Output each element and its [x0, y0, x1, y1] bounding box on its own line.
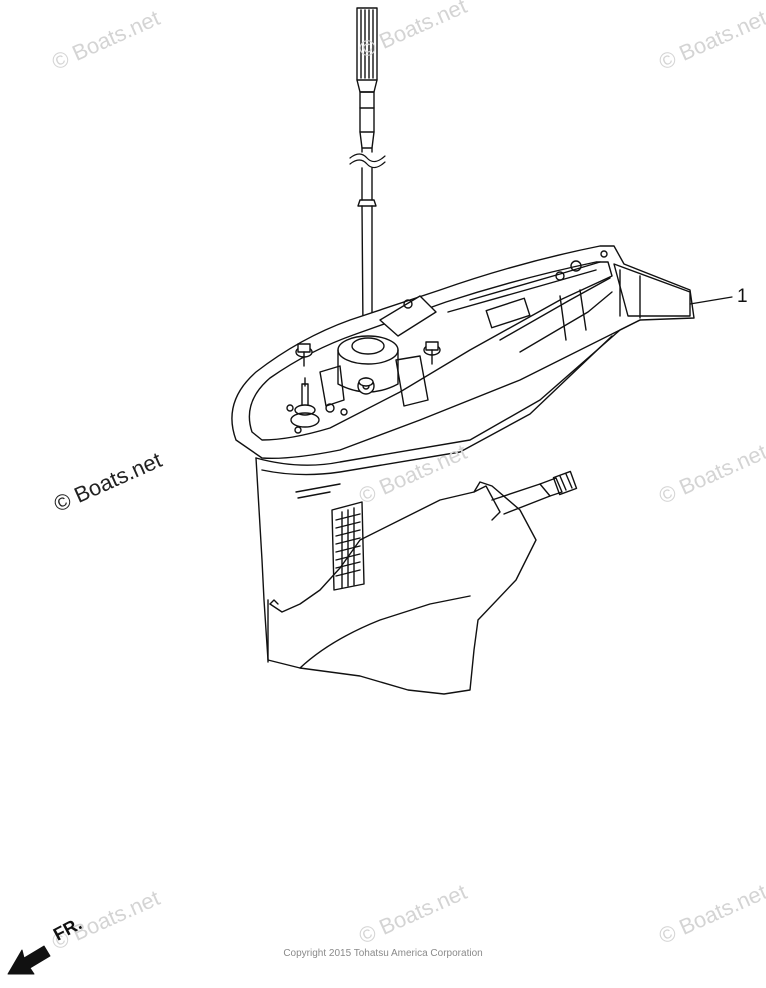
- callout-leader-line: [689, 296, 733, 305]
- water-intake-screen: [331, 501, 365, 591]
- shift-rod: [290, 377, 335, 428]
- copyright-notice: Copyright 2015 Tohatsu America Corporati…: [283, 948, 483, 959]
- gear-case-housing: [231, 245, 695, 695]
- bolts: [295, 341, 441, 387]
- bolt-left: [295, 343, 313, 367]
- front-direction-arrow-icon: [7, 945, 51, 975]
- water-pump-assembly: [286, 295, 437, 434]
- part-callout-number: 1: [737, 286, 748, 307]
- propeller-shaft: [473, 470, 578, 521]
- bolt-right: [423, 341, 441, 365]
- bolt-center: [358, 377, 374, 387]
- drive-shaft: [349, 7, 386, 331]
